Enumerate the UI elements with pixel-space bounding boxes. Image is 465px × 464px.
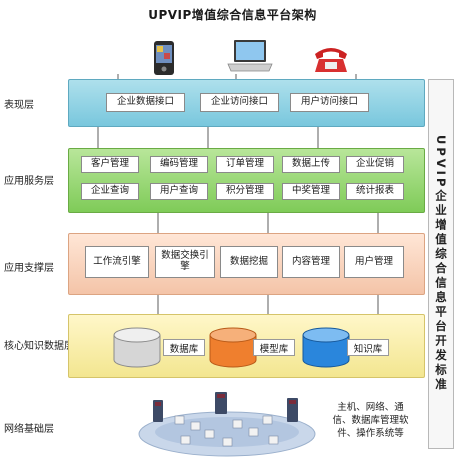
data-exchange-engine-box: 数据交换引擎 (155, 246, 215, 278)
database-cylinder-icon (113, 327, 161, 368)
mobile-phone-icon (154, 41, 174, 75)
model-library-label: 模型库 (253, 339, 295, 356)
server-network-icon (138, 392, 316, 457)
platform-standard-side-bar: UPVIP企业增值综合信息平台开发标准 (428, 79, 454, 449)
model-library-cylinder-icon (209, 327, 257, 368)
enterprise-access-interface: 企业访问接口 (200, 93, 279, 112)
diagram-title: UPVIP增值综合信息平台架构 (148, 8, 317, 22)
database-label: 数据库 (163, 339, 205, 356)
service-box: 积分管理 (216, 183, 274, 200)
service-box: 中奖管理 (282, 183, 340, 200)
service-box: 企业查询 (81, 183, 139, 200)
service-box: 企业促销 (346, 156, 404, 173)
network-text-line: 信、数据库管理软 (332, 414, 409, 426)
user-access-interface: 用户访问接口 (290, 93, 369, 112)
knowledge-base-label: 知识库 (347, 339, 389, 356)
layer-label-service: 应用服务层 (4, 176, 54, 187)
service-box: 用户查询 (150, 183, 208, 200)
layer-label-knowledge: 核心知识数据层 (4, 341, 74, 352)
service-box: 数据上传 (282, 156, 340, 173)
content-management-box: 内容管理 (282, 246, 340, 278)
telephone-icon (315, 48, 347, 72)
enterprise-data-interface: 企业数据接口 (106, 93, 185, 112)
user-management-box: 用户管理 (344, 246, 404, 278)
laptop-icon (227, 40, 273, 72)
knowledge-base-cylinder-icon (302, 327, 350, 368)
network-foundation-text: 主机、网络、通 信、数据库管理软 件、操作系统等 (318, 402, 423, 440)
layer-label-presentation: 表现层 (4, 100, 34, 111)
platform-standard-label: UPVIP企业增值综合信息平台开发标准 (434, 135, 448, 393)
service-box: 客户管理 (81, 156, 139, 173)
layer-label-support: 应用支撑层 (4, 263, 54, 274)
service-box: 订单管理 (216, 156, 274, 173)
data-mining-box: 数据挖掘 (220, 246, 278, 278)
workflow-engine-box: 工作流引擎 (85, 246, 149, 278)
connector-arrows (97, 74, 379, 314)
layer-label-network: 网络基础层 (4, 424, 54, 435)
network-text-line: 件、操作系统等 (337, 427, 404, 439)
network-text-line: 主机、网络、通 (337, 402, 404, 413)
service-box: 编码管理 (150, 156, 208, 173)
service-box: 统计报表 (346, 183, 404, 200)
